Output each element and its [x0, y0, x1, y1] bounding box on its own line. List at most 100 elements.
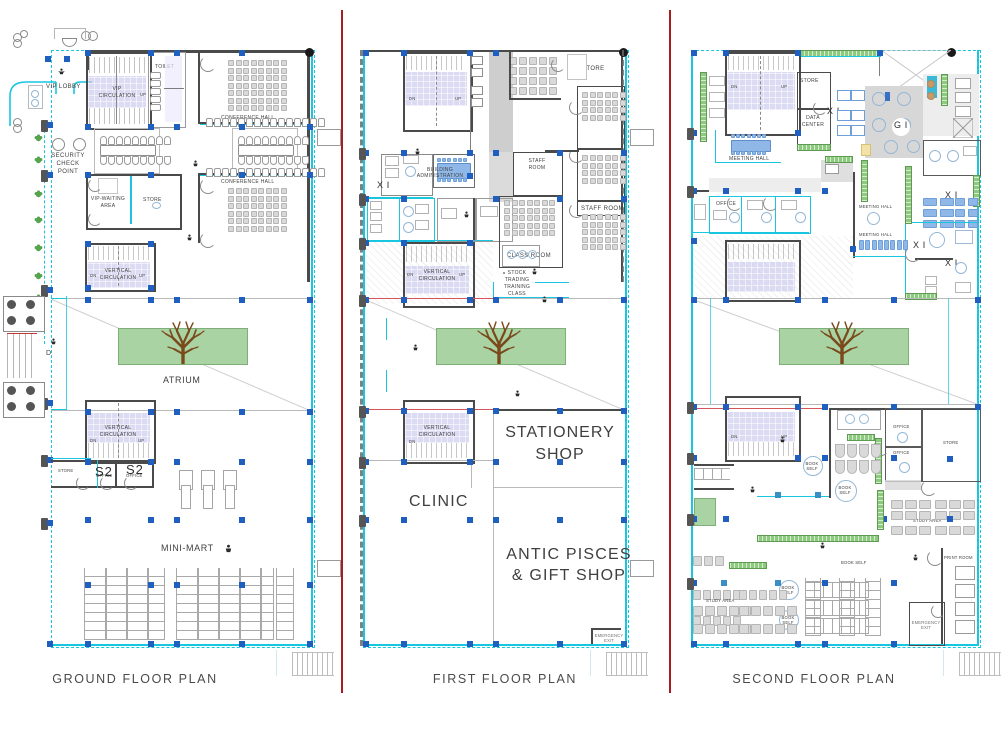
first-store-counter [567, 54, 587, 80]
first-stock-cyan-v [493, 282, 495, 298]
fcol-s3 [493, 517, 499, 523]
ground-col-dark-6 [41, 518, 48, 530]
second-study-tables-1 [891, 500, 931, 520]
first-floor-panel[interactable]: DN UP STORE [341, 0, 669, 752]
vip-circulation-shade [88, 76, 146, 108]
fcol-q0 [363, 408, 369, 414]
fcol-u1 [401, 641, 407, 647]
second-right-unit-2 [955, 92, 971, 103]
second-right-desk-1 [963, 146, 977, 156]
ground-col-2 [47, 172, 53, 178]
scol-i0 [691, 641, 697, 647]
label-store-lower: STORE [58, 468, 74, 473]
panel-divider-right [669, 10, 671, 693]
second-floor-title: SECOND FLOOR PLAN [732, 672, 896, 686]
ground-service-cyan-vertical [66, 296, 68, 410]
gcol-v1 [85, 172, 91, 178]
boardroom-table-right [238, 145, 294, 156]
second-lib-office-1 [885, 408, 923, 448]
first-vc-mid-dn: DN [407, 272, 414, 277]
toilet-fixture-5 [150, 104, 161, 111]
fcol-n5 [621, 196, 627, 202]
second-right-void-cross [953, 118, 973, 138]
ground-gridline-2 [51, 410, 311, 411]
gcol-t3 [174, 50, 180, 56]
label-mini-mart: MINI-MART [161, 543, 214, 553]
scol-dark-4 [687, 453, 694, 465]
second-meeting-cyan [715, 162, 781, 164]
label-second-gi: G I [894, 120, 908, 130]
second-bench-3 [739, 590, 787, 600]
lobby-seat-2 [31, 99, 39, 107]
second-book-self-marker-2 [803, 456, 823, 476]
second-pods-2 [955, 198, 978, 228]
checkout-1-belt [181, 485, 191, 509]
label-vip-lobby: VIP LOBBY [46, 84, 81, 90]
gcol-c5 [307, 459, 313, 465]
scol-a2 [795, 130, 801, 136]
second-vc-top-dn: DN [731, 84, 738, 89]
first-lift-2 [471, 68, 483, 77]
second-lib-col-1 [775, 492, 781, 498]
second-right-unit-3 [955, 106, 971, 117]
second-office-door-1 [727, 196, 742, 211]
first-cyan-desk-3 [370, 224, 382, 233]
service-grid-lower[interactable] [3, 382, 45, 418]
second-study-col-2 [947, 516, 953, 522]
second-cafe-counter [861, 144, 871, 156]
first-vc-top-up: UP [455, 96, 462, 101]
label-office-2: OFFICE [126, 473, 143, 478]
first-office-left [381, 154, 433, 196]
second-lib-planter-strip [757, 535, 879, 542]
fcol-r4 [557, 459, 563, 465]
fcol-q2 [467, 408, 473, 414]
second-vc-mid-shade [727, 262, 795, 292]
first-antic-left-wall [493, 487, 494, 645]
gcol-x1 [85, 285, 91, 291]
fcol-t3 [493, 50, 499, 56]
ground-floor-title: GROUND FLOOR PLAN [52, 672, 218, 686]
second-rack-4 [805, 578, 821, 636]
second-office-desk-3 [781, 200, 797, 210]
first-cyan-desk-5 [415, 220, 429, 230]
vc2-treads [88, 443, 150, 458]
first-cyan-desk-2 [370, 212, 382, 221]
gcol-f0 [47, 641, 53, 647]
second-study-tables-3 [891, 526, 931, 535]
first-lift-lobby [489, 152, 513, 202]
first-staff-room-top [513, 152, 563, 196]
store-row-top-wall [51, 460, 152, 462]
label-second-xi-3: X I [945, 258, 958, 268]
gcol-x2 [148, 285, 154, 291]
first-vc-bottom-shade [405, 413, 469, 443]
second-atrium-tree [819, 318, 865, 365]
ground-column-canopy-1 [45, 56, 51, 62]
scol-f0 [691, 455, 697, 461]
second-cyan-right-2 [905, 222, 907, 296]
scol-b0 [691, 188, 697, 194]
second-lib-corridor [885, 480, 921, 490]
second-print-unit-1 [955, 566, 975, 580]
gcol-f3 [174, 641, 180, 647]
second-meeting-chairs-top [731, 134, 767, 138]
gcol-e1 [85, 582, 91, 588]
service-grid-upper[interactable] [3, 296, 45, 332]
gcol-a3 [174, 297, 180, 303]
boardroom-chairs-top [100, 136, 171, 145]
second-study-tables-4 [935, 526, 975, 535]
first-person-1 [463, 205, 470, 218]
fcol-q1 [401, 408, 407, 414]
ground-column-canopy-2 [64, 56, 70, 62]
scol-h4 [891, 580, 897, 586]
vip-stair-spine [116, 56, 117, 124]
gcol-b3 [174, 409, 180, 415]
fcol-u4 [557, 641, 563, 647]
label-conference-hall-2: CONFERENCE HALL [221, 179, 275, 185]
fcol-p4 [557, 297, 563, 303]
